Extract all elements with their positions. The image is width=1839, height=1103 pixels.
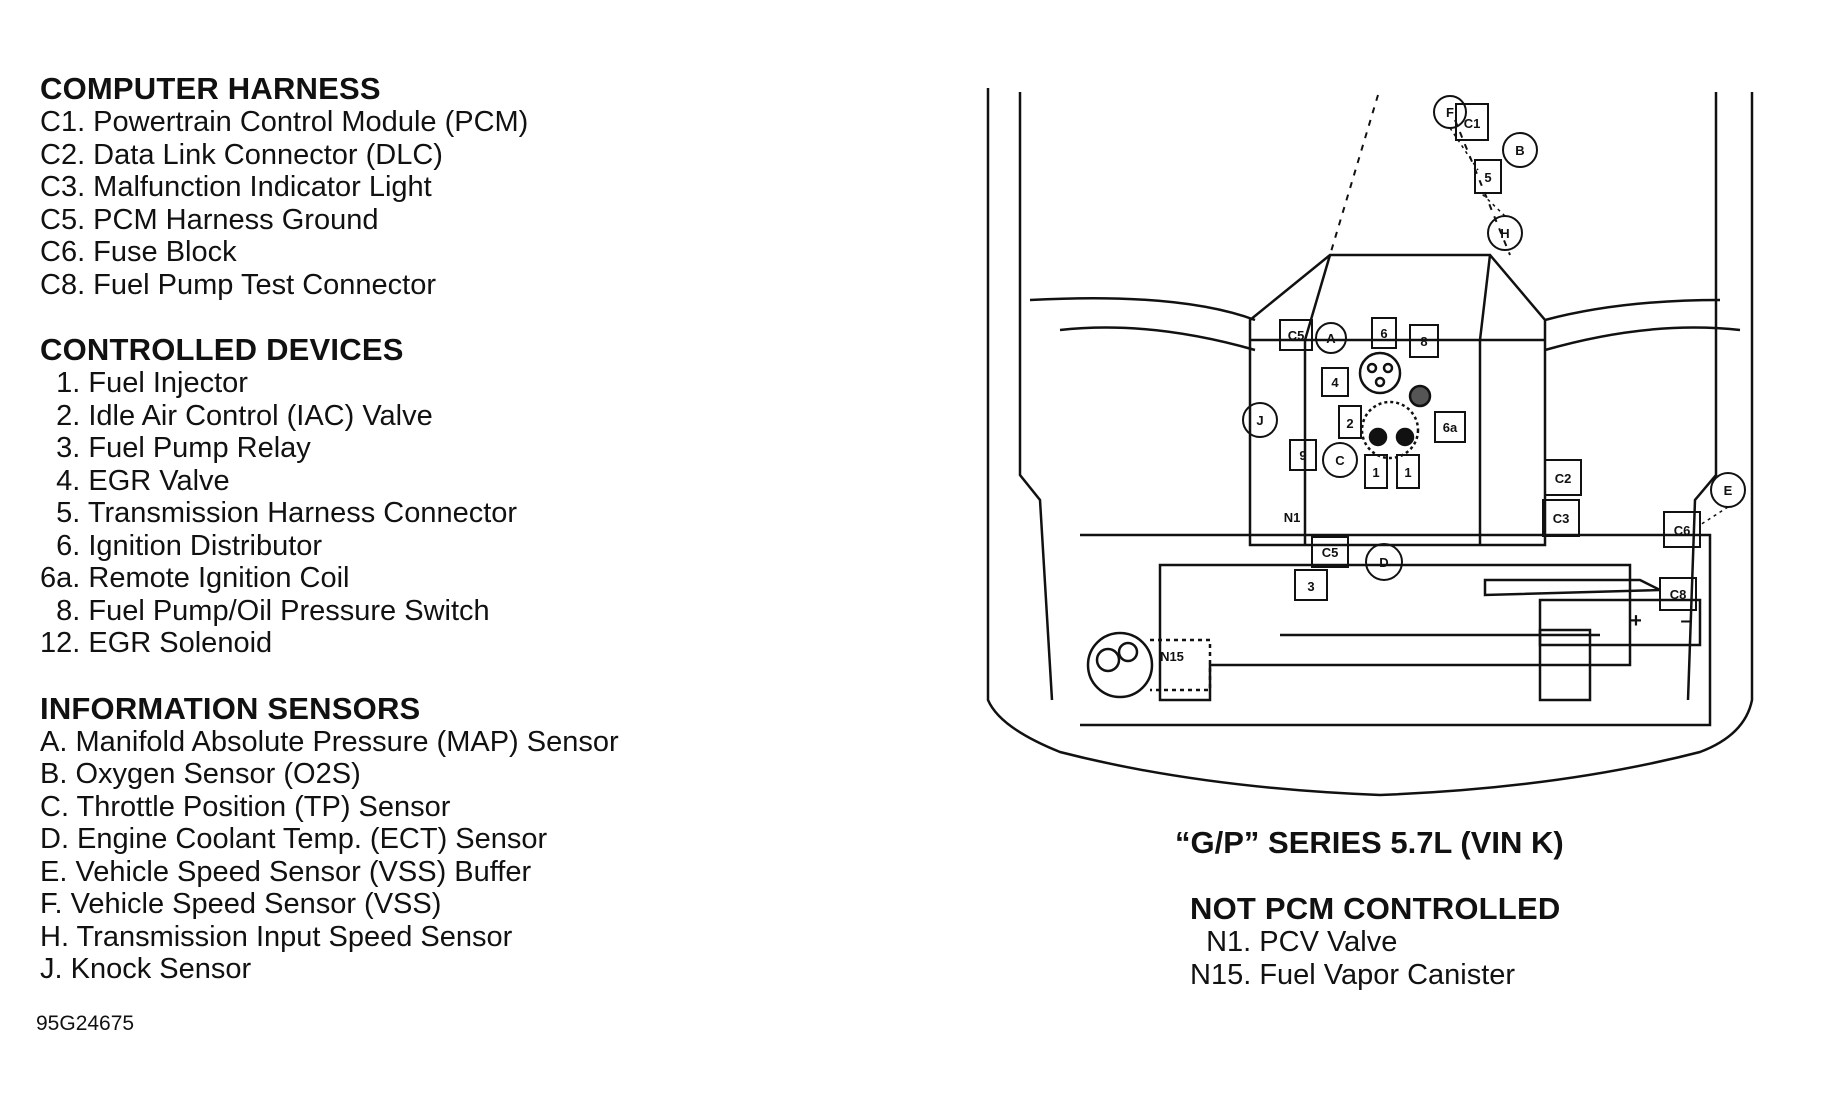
- battery-tray: [1483, 578, 1661, 597]
- legend-item: B. Oxygen Sensor (O2S): [40, 758, 361, 790]
- label-F: F: [1446, 105, 1454, 120]
- legend-item: 12. EGR Solenoid: [40, 627, 273, 659]
- label-N1: N1: [1284, 510, 1301, 525]
- legend-item: C2. Data Link Connector (DLC): [40, 138, 443, 171]
- legend-item: 4. EGR Valve: [40, 464, 230, 497]
- legend-item: 1. Fuel Injector: [40, 367, 248, 399]
- label-1b: 1: [1404, 465, 1411, 480]
- label-D: D: [1379, 555, 1388, 570]
- label-8: 8: [1420, 334, 1427, 349]
- body-outline: [986, 88, 1754, 797]
- label-C8: C8: [1670, 587, 1687, 602]
- label-2: 2: [1346, 416, 1353, 431]
- label-6a: 6a: [1443, 420, 1458, 435]
- engine-inner-left: [1303, 254, 1332, 545]
- legend-item: C. Throttle Position (TP) Sensor: [40, 790, 451, 823]
- label-A: A: [1326, 331, 1336, 346]
- computer-harness-title: COMPUTER HARNESS: [40, 71, 381, 106]
- information-sensors-section: INFORMATION SENSORS A. Manifold Absolute…: [40, 690, 800, 986]
- canister-inner-1: [1095, 647, 1121, 673]
- dashed-line-left: [1329, 94, 1379, 256]
- distributor-tower: [1382, 362, 1394, 374]
- label-B: B: [1515, 143, 1524, 158]
- label-C: C: [1335, 453, 1345, 468]
- dashed-line-right: [1454, 119, 1511, 256]
- information-sensors-title: INFORMATION SENSORS: [40, 690, 421, 726]
- fan-module: [1538, 628, 1592, 702]
- diagram-round-labels: [1242, 95, 1746, 581]
- label-J: J: [1256, 413, 1263, 428]
- distributor-tower: [1366, 362, 1378, 374]
- label-minus: –: [1680, 610, 1691, 632]
- fuel-vapor-canister: [1086, 631, 1154, 699]
- legend-item: D. Engine Coolant Temp. (ECT) Sensor: [40, 823, 548, 855]
- windshield-base-left: [1059, 326, 1256, 352]
- legend-item: C5. PCM Harness Ground: [40, 203, 379, 236]
- ignition-distributor: [1358, 351, 1402, 395]
- controlled-devices-section: CONTROLLED DEVICES 1. Fuel Injector 2. I…: [40, 333, 800, 660]
- label-5: 5: [1484, 170, 1491, 185]
- legend-item: E. Vehicle Speed Sensor (VSS) Buffer: [40, 855, 532, 888]
- label-C6: C6: [1674, 523, 1691, 538]
- legend-item: C1. Powertrain Control Module (PCM): [40, 106, 529, 138]
- label-3: 3: [1307, 579, 1314, 594]
- label-N15: N15: [1160, 649, 1184, 664]
- sensor-leads: [1449, 127, 1729, 526]
- legend-item: H. Transmission Input Speed Sensor: [40, 920, 513, 953]
- label-C3: C3: [1553, 511, 1570, 526]
- legend: COMPUTER HARNESS C1. Powertrain Control …: [40, 72, 800, 986]
- legend-item: 2. Idle Air Control (IAC) Valve: [40, 399, 433, 432]
- legend-item: J. Knock Sensor: [40, 953, 252, 985]
- canister-box: [1150, 638, 1212, 692]
- throttle-body: [1360, 400, 1420, 460]
- legend-item: 6a. Remote Ignition Coil: [40, 562, 350, 594]
- not-pcm-controlled-title: NOT PCM CONTROLLED: [1190, 891, 1561, 926]
- engine-inner-right: [1478, 254, 1492, 545]
- label-E: E: [1724, 483, 1733, 498]
- label-C2: C2: [1555, 471, 1572, 486]
- engine-block: [1248, 253, 1547, 547]
- label-9: 9: [1299, 448, 1306, 463]
- label-plus: +: [1630, 610, 1642, 632]
- legend-item: N15. Fuel Vapor Canister: [1190, 959, 1516, 991]
- injector-dot: [1395, 427, 1415, 447]
- legend-item: A. Manifold Absolute Pressure (MAP) Sens…: [40, 725, 619, 758]
- figure-code: 95G24675: [36, 1012, 135, 1035]
- legend-item: C3. Malfunction Indicator Light: [40, 171, 432, 203]
- legend-item: F. Vehicle Speed Sensor (VSS): [40, 888, 442, 920]
- label-C1: C1: [1464, 116, 1481, 131]
- not-pcm-controlled-section: NOT PCM CONTROLLED N1. PCV Valve N15. Fu…: [1190, 892, 1560, 992]
- right-fender: [1686, 92, 1718, 701]
- controlled-devices-title: CONTROLLED DEVICES: [40, 332, 404, 367]
- legend-item: 3. Fuel Pump Relay: [40, 432, 311, 464]
- left-fender: [1018, 92, 1054, 701]
- radiator-support: [1080, 533, 1712, 727]
- distributor-tower: [1374, 376, 1386, 388]
- legend-item: C8. Fuel Pump Test Connector: [40, 268, 436, 301]
- label-1: 1: [1372, 465, 1379, 480]
- label-4: 4: [1331, 375, 1339, 390]
- legend-item: 6. Ignition Distributor: [40, 529, 323, 562]
- windshield-base-right: [1544, 326, 1741, 352]
- egr-dot: [1408, 384, 1432, 408]
- label-C5-bottom: C5: [1322, 545, 1339, 560]
- label-6: 6: [1380, 326, 1387, 341]
- battery: [1538, 598, 1702, 647]
- legend-item: 8. Fuel Pump/Oil Pressure Switch: [40, 594, 490, 627]
- label-H: H: [1500, 226, 1509, 241]
- cowl-line: [1029, 297, 1721, 322]
- injector-dot: [1368, 427, 1388, 447]
- radiator: [1158, 563, 1632, 702]
- legend-item: C6. Fuse Block: [40, 236, 237, 268]
- legend-item: N1. PCV Valve: [1190, 926, 1398, 958]
- diagram-square-labels: [1279, 103, 1701, 611]
- canister-inner-2: [1117, 641, 1139, 663]
- legend-item: 5. Transmission Harness Connector: [40, 497, 518, 529]
- computer-harness-section: COMPUTER HARNESS C1. Powertrain Control …: [40, 72, 800, 301]
- label-C5-top: C5: [1288, 328, 1305, 343]
- diagram-title: “G/P” SERIES 5.7L (VIN K): [1175, 825, 1564, 860]
